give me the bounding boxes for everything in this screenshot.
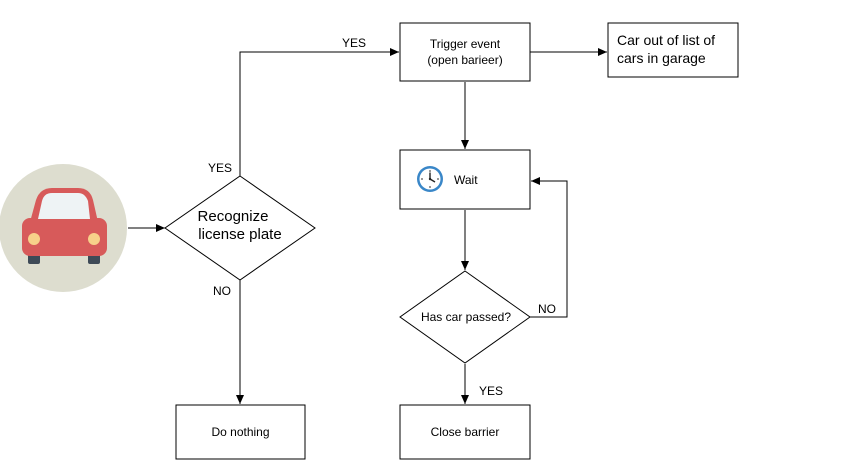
trigger-label-line2: (open barieer) bbox=[427, 53, 502, 67]
decision-has-car-passed: Has car passed? bbox=[399, 270, 531, 364]
edge-label-yes-top: YES bbox=[342, 36, 366, 50]
process-trigger-event: Trigger event (open barieer) bbox=[399, 22, 531, 82]
connectors bbox=[128, 48, 607, 404]
edge-label-no-recognize: NO bbox=[213, 284, 231, 298]
connector-passed-no bbox=[530, 177, 568, 318]
close-barrier-label: Close barrier bbox=[431, 425, 500, 439]
trigger-label-line1: Trigger event bbox=[430, 37, 501, 51]
edge-labels: YES YES NO NO YES bbox=[208, 36, 556, 398]
process-do-nothing: Do nothing bbox=[175, 404, 306, 460]
edge-label-yes-passed: YES bbox=[479, 384, 503, 398]
connector-recognize-yes bbox=[239, 48, 399, 176]
clock-icon bbox=[417, 166, 443, 192]
car-icon bbox=[0, 164, 127, 292]
edge-label-no-passed: NO bbox=[538, 302, 556, 316]
recognize-label-line1: Recognize bbox=[198, 208, 269, 225]
passed-label: Has car passed? bbox=[421, 310, 511, 324]
process-close-barrier: Close barrier bbox=[399, 404, 531, 460]
wait-label: Wait bbox=[454, 173, 478, 187]
process-wait: Wait bbox=[399, 149, 531, 210]
do-nothing-label: Do nothing bbox=[211, 425, 269, 439]
carout-label-line1: Car out of list of bbox=[617, 32, 715, 48]
decision-recognize-license-plate: Recognize license plate bbox=[164, 175, 316, 281]
carout-label-line2: cars in garage bbox=[617, 50, 706, 66]
recognize-label-line2: license plate bbox=[198, 226, 281, 243]
process-car-out-of-list: Car out of list of cars in garage bbox=[607, 22, 739, 78]
edge-label-yes-recognize: YES bbox=[208, 161, 232, 175]
